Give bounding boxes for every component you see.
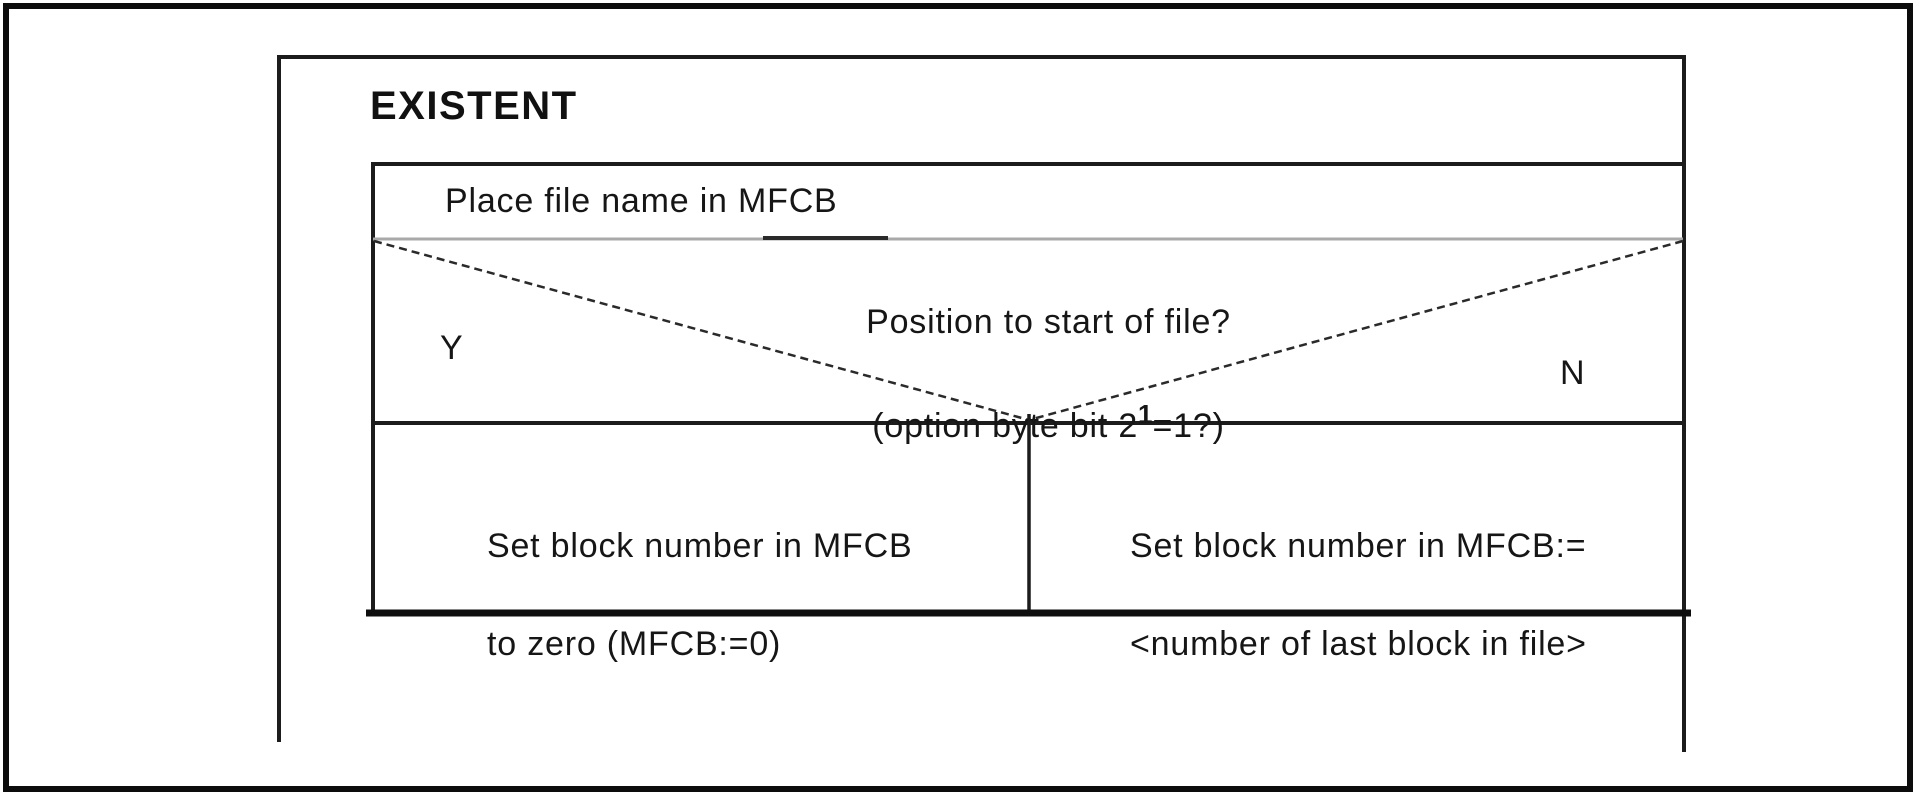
yes-branch-label: Y bbox=[440, 329, 464, 367]
no-branch-cell: Set block number in MFCB:= <number of la… bbox=[1089, 473, 1587, 718]
no-branch-line1: Set block number in MFCB:= bbox=[1130, 527, 1587, 565]
yes-branch-cell: Set block number in MFCB to zero (MFCB:=… bbox=[446, 473, 912, 718]
no-branch-line2: <number of last block in file> bbox=[1130, 625, 1587, 663]
yes-branch-line1: Set block number in MFCB bbox=[487, 527, 913, 565]
decision-question-line1: Position to start of file? bbox=[866, 303, 1231, 341]
diagram-title: EXISTENT bbox=[370, 84, 578, 128]
page-border bbox=[3, 3, 1913, 792]
decision-superscript-1: 1 bbox=[1138, 399, 1153, 429]
yes-branch-line2: to zero (MFCB:=0) bbox=[487, 625, 782, 663]
step1-text: Place file name in MFCB bbox=[445, 182, 838, 220]
decision-question-line2: (option byte bit 21=1?) bbox=[872, 399, 1224, 445]
decision-diagonal-left bbox=[373, 239, 1030, 422]
no-branch-label: N bbox=[1560, 354, 1586, 392]
decision-question: Position to start of file? (option byte … bbox=[372, 253, 1684, 495]
decision-diagonal-right bbox=[1028, 239, 1684, 422]
